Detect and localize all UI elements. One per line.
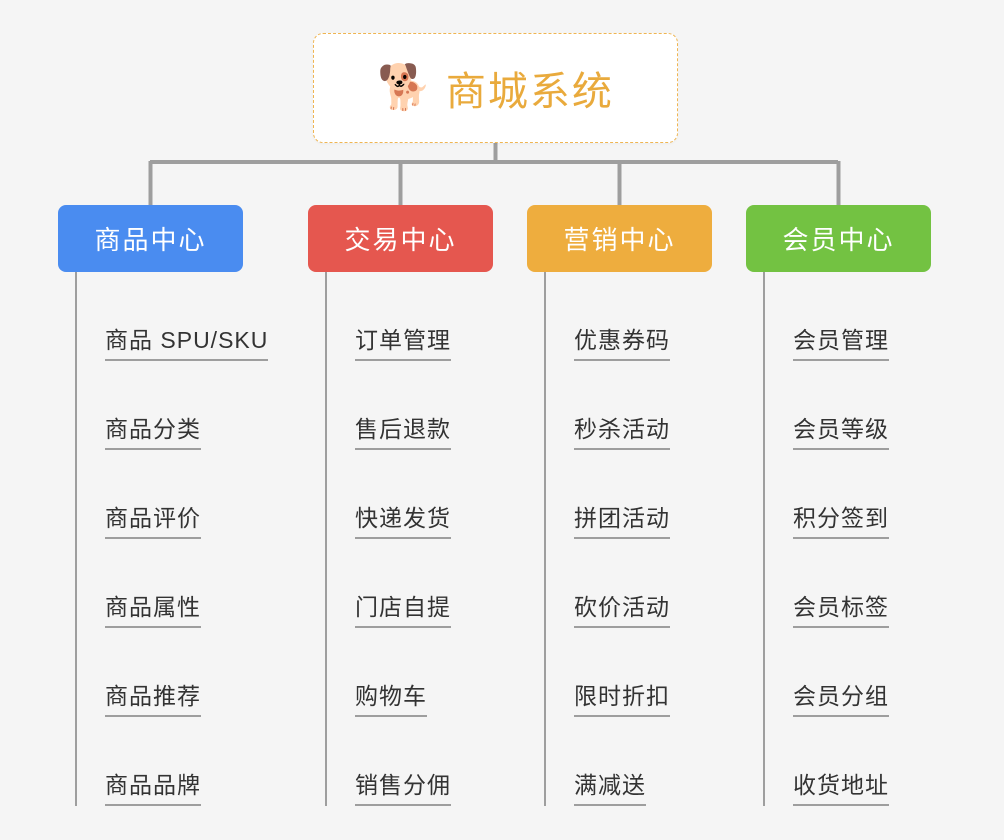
leaf-column-trade: 订单管理 售后退款 快递发货 门店自提 购物车 销售分佣 xyxy=(325,272,555,806)
leaf-label: 快递发货 xyxy=(355,505,451,539)
leaf-item[interactable]: 销售分佣 xyxy=(325,717,555,806)
leaf-item[interactable]: 快递发货 xyxy=(325,450,555,539)
leaf-item[interactable]: 订单管理 xyxy=(325,272,555,361)
leaf-label: 购物车 xyxy=(355,683,427,717)
leaf-item[interactable]: 商品评价 xyxy=(75,450,305,539)
leaf-item[interactable]: 会员标签 xyxy=(763,539,993,628)
leaf-label: 会员等级 xyxy=(793,416,889,450)
leaf-item[interactable]: 优惠券码 xyxy=(544,272,774,361)
leaf-label: 优惠券码 xyxy=(574,327,670,361)
category-box-product[interactable]: 商品中心 xyxy=(58,205,243,272)
leaf-label: 砍价活动 xyxy=(574,594,670,628)
leaf-label: 商品推荐 xyxy=(105,683,201,717)
column-trunk-line xyxy=(544,272,546,806)
leaf-item[interactable]: 秒杀活动 xyxy=(544,361,774,450)
category-label: 交易中心 xyxy=(344,225,457,255)
leaf-item[interactable]: 砍价活动 xyxy=(544,539,774,628)
leaf-label: 商品品牌 xyxy=(105,772,201,806)
leaf-label: 商品 SPU/SKU xyxy=(105,327,269,361)
category-box-member[interactable]: 会员中心 xyxy=(746,205,931,272)
leaf-label: 售后退款 xyxy=(355,416,451,450)
root-node[interactable]: 🐕 商城系统 xyxy=(313,33,678,143)
leaf-column-product: 商品 SPU/SKU 商品分类 商品评价 商品属性 商品推荐 商品品牌 xyxy=(75,272,305,806)
leaf-label: 会员分组 xyxy=(793,683,889,717)
leaf-label: 会员管理 xyxy=(793,327,889,361)
leaf-item[interactable]: 商品品牌 xyxy=(75,717,305,806)
category-label: 商品中心 xyxy=(94,225,207,255)
category-box-marketing[interactable]: 营销中心 xyxy=(527,205,712,272)
root-title: 商城系统 xyxy=(445,70,614,114)
leaf-label: 商品分类 xyxy=(105,416,201,450)
leaf-item[interactable]: 满减送 xyxy=(544,717,774,806)
leaf-label: 满减送 xyxy=(574,772,646,806)
leaf-column-member: 会员管理 会员等级 积分签到 会员标签 会员分组 收货地址 xyxy=(763,272,993,806)
leaf-item[interactable]: 会员等级 xyxy=(763,361,993,450)
column-trunk-line xyxy=(75,272,77,806)
leaf-label: 订单管理 xyxy=(355,327,451,361)
leaf-item[interactable]: 售后退款 xyxy=(325,361,555,450)
leaf-item[interactable]: 门店自提 xyxy=(325,539,555,628)
leaf-item[interactable]: 商品分类 xyxy=(75,361,305,450)
leaf-label: 会员标签 xyxy=(793,594,889,628)
leaf-item[interactable]: 积分签到 xyxy=(763,450,993,539)
leaf-label: 积分签到 xyxy=(793,505,889,539)
leaf-item[interactable]: 收货地址 xyxy=(763,717,993,806)
column-trunk-line xyxy=(763,272,765,806)
leaf-label: 收货地址 xyxy=(793,772,889,806)
leaf-item[interactable]: 商品推荐 xyxy=(75,628,305,717)
leaf-label: 商品评价 xyxy=(105,505,201,539)
leaf-label: 限时折扣 xyxy=(574,683,670,717)
category-label: 营销中心 xyxy=(563,225,676,255)
leaf-label: 秒杀活动 xyxy=(574,416,670,450)
category-label: 会员中心 xyxy=(782,225,895,255)
leaf-label: 销售分佣 xyxy=(355,772,451,806)
leaf-item[interactable]: 商品属性 xyxy=(75,539,305,628)
leaf-item[interactable]: 拼团活动 xyxy=(544,450,774,539)
leaf-label: 门店自提 xyxy=(355,594,451,628)
leaf-label: 拼团活动 xyxy=(574,505,670,539)
leaf-item[interactable]: 购物车 xyxy=(325,628,555,717)
leaf-item[interactable]: 会员分组 xyxy=(763,628,993,717)
leaf-label: 商品属性 xyxy=(105,594,201,628)
leaf-item[interactable]: 商品 SPU/SKU xyxy=(75,272,305,361)
column-trunk-line xyxy=(325,272,327,806)
leaf-column-marketing: 优惠券码 秒杀活动 拼团活动 砍价活动 限时折扣 满减送 xyxy=(544,272,774,806)
shiba-dog-icon: 🐕 xyxy=(377,63,432,112)
category-box-trade[interactable]: 交易中心 xyxy=(308,205,493,272)
leaf-item[interactable]: 限时折扣 xyxy=(544,628,774,717)
leaf-item[interactable]: 会员管理 xyxy=(763,272,993,361)
